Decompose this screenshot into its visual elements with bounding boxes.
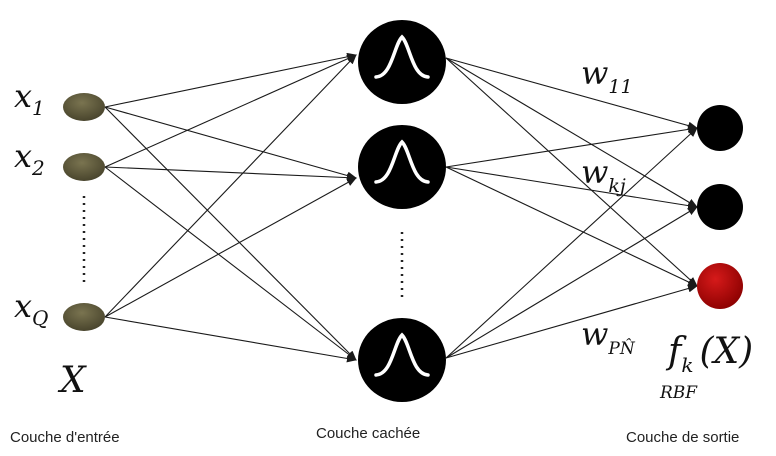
- input-to-hidden-connections: [104, 52, 357, 363]
- connection-arrow: [445, 125, 698, 168]
- input-node: [63, 93, 105, 121]
- output-node: [697, 105, 743, 151]
- output-function-label: fk(X): [665, 331, 753, 377]
- connection-arrow: [104, 52, 357, 108]
- output-node-highlighted: [697, 263, 743, 309]
- connection-arrow: [104, 166, 357, 361]
- connection-arrow: [104, 177, 357, 318]
- connection-arrow: [445, 284, 698, 359]
- connection-arrow: [104, 54, 357, 318]
- weight-label: wPN̂: [581, 315, 636, 359]
- connection-arrow: [104, 316, 357, 363]
- hidden-to-output-connections: [445, 57, 698, 359]
- output-node: [697, 184, 743, 230]
- weight-label: w11: [581, 54, 633, 98]
- input-layer-caption: Couche d'entrée: [10, 429, 120, 446]
- hidden-node: [358, 318, 446, 402]
- connection-arrow: [104, 106, 357, 361]
- rbf-sublabel: RBF: [659, 383, 698, 403]
- hidden-node: [358, 20, 446, 104]
- connection-arrow: [445, 166, 698, 210]
- output-layer-caption: Couche de sortie: [626, 429, 739, 446]
- gaussian-rbf-icon: [374, 332, 430, 377]
- input-node: [63, 153, 105, 181]
- connection-arrow: [104, 166, 357, 182]
- connection-arrow: [104, 106, 357, 180]
- input-label: x2: [14, 137, 45, 180]
- gaussian-rbf-icon: [374, 34, 430, 79]
- connection-arrow: [445, 57, 698, 130]
- connection-arrow: [104, 54, 357, 168]
- hidden-node: [358, 125, 446, 209]
- output-layer: [697, 105, 743, 309]
- input-node: [63, 303, 105, 331]
- input-label: xQ: [14, 287, 48, 330]
- gaussian-rbf-icon: [374, 139, 430, 184]
- input-vector-label: X: [57, 360, 87, 401]
- hidden-layer: [358, 20, 446, 402]
- connection-arrow: [445, 57, 698, 208]
- hidden-layer-caption: Couche cachée: [316, 425, 420, 442]
- input-label: x1: [14, 77, 45, 120]
- connection-arrow: [445, 206, 698, 359]
- connection-arrow: [445, 166, 698, 287]
- connection-arrow: [445, 57, 698, 287]
- weight-label: wkj: [581, 153, 626, 197]
- input-layer: [63, 93, 105, 331]
- connection-arrow: [445, 127, 698, 359]
